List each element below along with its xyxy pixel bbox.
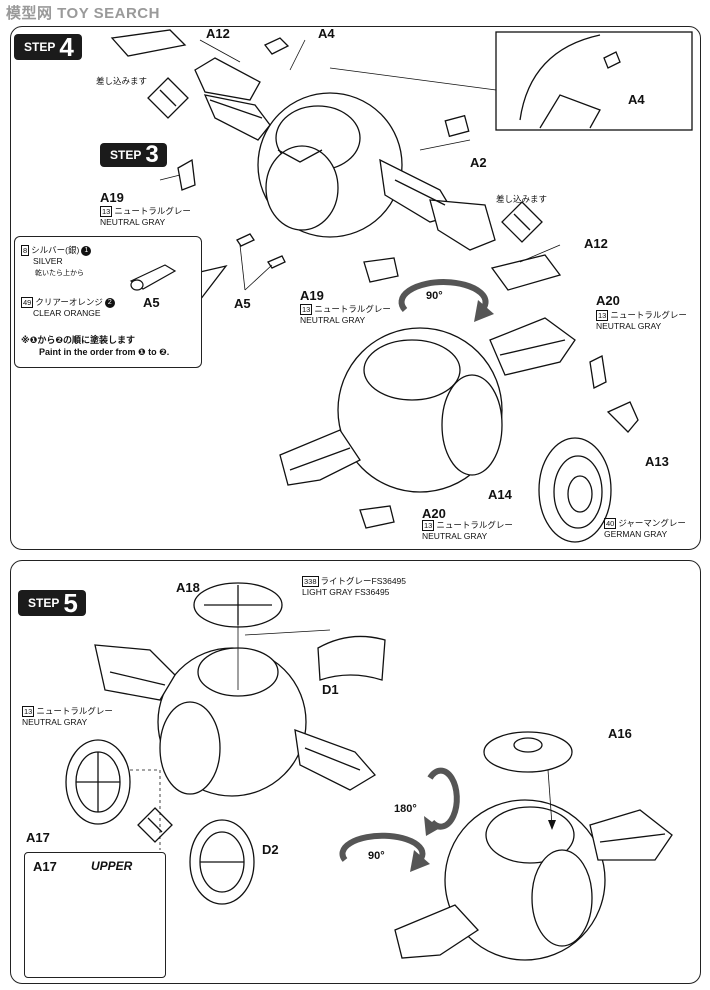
insert-symbol-left bbox=[147, 77, 189, 119]
rotate-label-90-step4: 90° bbox=[426, 290, 443, 302]
label-a18: A18 bbox=[176, 580, 200, 595]
a17-orientation-inset: A17 UPPER 上 bbox=[24, 852, 166, 978]
label-a19-left: A19 bbox=[100, 190, 124, 205]
part-d1 bbox=[317, 635, 386, 681]
part-a14-window bbox=[538, 437, 612, 543]
rotate-arrow-90-step5 bbox=[339, 832, 426, 865]
part-a16-cap bbox=[483, 731, 573, 773]
part-a5-detail bbox=[129, 264, 177, 291]
part-a4-top bbox=[263, 37, 290, 55]
cockpit-pod-step4 bbox=[194, 57, 496, 251]
paint-order-note-jp: ※❶から❷の順に塗装します bbox=[21, 335, 135, 345]
label-a5-callout: A5 bbox=[143, 295, 160, 310]
part-a17-frame bbox=[65, 739, 131, 825]
step-number: 5 bbox=[63, 588, 78, 618]
part-a4-inset bbox=[603, 51, 621, 69]
cockpit-pod-step4-rotated bbox=[279, 317, 576, 493]
step-3-badge: STEP 3 bbox=[100, 143, 167, 167]
label-a17: A17 bbox=[26, 830, 50, 845]
insert-note-left: 差し込みます bbox=[96, 76, 148, 86]
upper-label-jp: 上 bbox=[123, 887, 133, 898]
paint-order-note-en: Paint in the order from ❶ to ❷. bbox=[39, 347, 170, 357]
label-a2: A2 bbox=[470, 155, 487, 170]
label-a5-bottom: A5 bbox=[234, 296, 251, 311]
dry-note: 乾いたら上から bbox=[35, 270, 84, 277]
part-a12-top bbox=[110, 29, 187, 57]
step-4-badge: STEP 4 bbox=[14, 34, 82, 60]
detail-inset-frame bbox=[495, 31, 693, 131]
rotate-label-90-step5: 90° bbox=[368, 850, 385, 862]
part-a5-pin-1 bbox=[236, 233, 255, 247]
label-a20-right: A20 bbox=[596, 293, 620, 308]
part-a2 bbox=[444, 114, 470, 138]
rotate-arrow-180 bbox=[427, 767, 460, 830]
label-a4-inset: A4 bbox=[628, 92, 645, 107]
insert-symbol-right bbox=[501, 201, 543, 243]
insert-symbol-step5 bbox=[137, 807, 173, 843]
step-number: 3 bbox=[145, 141, 159, 168]
step-5-badge: STEP 5 bbox=[18, 590, 86, 616]
part-d2 bbox=[189, 819, 255, 905]
part-a18-hatch bbox=[193, 582, 283, 628]
part-a12-right bbox=[490, 254, 562, 291]
step-word: STEP bbox=[110, 148, 142, 162]
watermark: 模型网 TOY SEARCH bbox=[6, 5, 160, 22]
label-a19-bottom: A19 bbox=[300, 288, 324, 303]
label-a4-top: A4 bbox=[318, 26, 335, 41]
label-a12-top: A12 bbox=[206, 26, 230, 41]
label-a12-right: A12 bbox=[584, 236, 608, 251]
label-d2: D2 bbox=[262, 842, 279, 857]
label-a14: A14 bbox=[488, 487, 512, 502]
part-a13 bbox=[606, 401, 639, 433]
label-a13: A13 bbox=[645, 454, 669, 469]
part-a20-bottom bbox=[359, 505, 395, 529]
part-a20-right bbox=[589, 355, 607, 389]
label-a20-bottom: A20 bbox=[422, 506, 446, 521]
rotate-arrow-90-step4 bbox=[398, 279, 489, 315]
step-number: 4 bbox=[59, 32, 74, 62]
insert-note-right: 差し込みます bbox=[496, 194, 548, 204]
step-5-panel bbox=[10, 560, 701, 984]
label-d1: D1 bbox=[322, 682, 339, 697]
label-a16: A16 bbox=[608, 726, 632, 741]
step-word: STEP bbox=[28, 596, 60, 610]
part-a19-bottom bbox=[363, 257, 399, 283]
upper-label: UPPER bbox=[91, 859, 133, 873]
step-word: STEP bbox=[24, 40, 56, 54]
part-a19-left bbox=[177, 158, 196, 191]
rotate-label-180: 180° bbox=[394, 803, 417, 815]
label-a17-inset: A17 bbox=[33, 859, 57, 874]
cockpit-pod-step5 bbox=[94, 644, 376, 797]
